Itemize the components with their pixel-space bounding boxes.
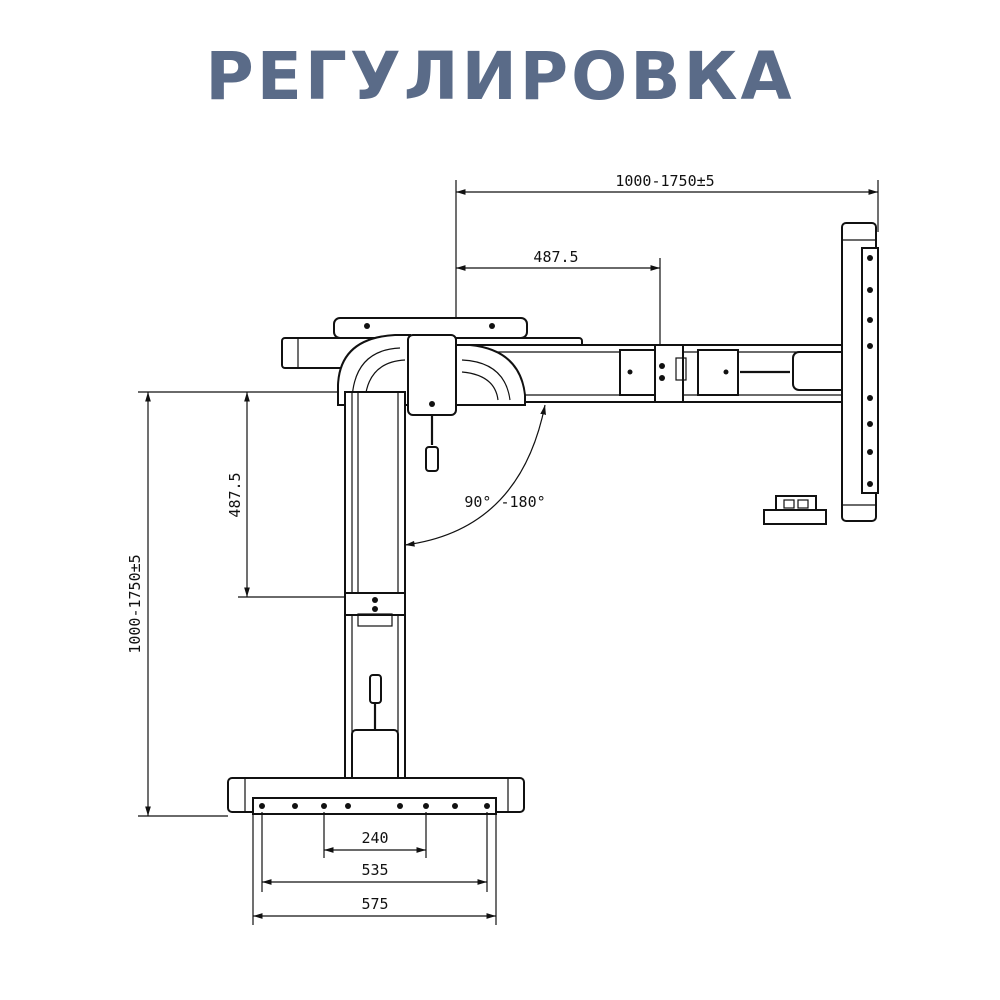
- corner-joint: [337, 334, 526, 406]
- foot-mid-span-label: 535: [361, 861, 388, 879]
- side-bracket: [763, 495, 827, 525]
- height-dimension: 1000-1750±5: [126, 391, 345, 817]
- foot-length-label: 575: [361, 895, 388, 913]
- foot-mid-dimension: 535: [261, 812, 488, 892]
- foot-length-dimension: 575: [252, 814, 497, 925]
- height-range-label: 1000-1750±5: [126, 554, 144, 653]
- control-box: [407, 334, 457, 472]
- bottom-foot: [227, 777, 525, 815]
- column-section-label: 487.5: [226, 472, 244, 517]
- width-dimension: 1000-1750±5: [455, 172, 879, 410]
- width-range-label: 1000-1750±5: [615, 172, 714, 190]
- right-foot: [841, 222, 879, 522]
- foot-hole-dimension: 240: [323, 812, 427, 858]
- vertical-column: [344, 391, 406, 801]
- column-section-dimension: 487.5: [226, 392, 345, 598]
- beam-section-label: 487.5: [533, 248, 578, 266]
- angle-range-label: 90° -180°: [464, 493, 545, 511]
- page-title: РЕГУЛИРОВКА: [205, 38, 795, 115]
- angle-indicator: 90° -180°: [404, 404, 546, 547]
- foot-hole-spacing-label: 240: [361, 829, 388, 847]
